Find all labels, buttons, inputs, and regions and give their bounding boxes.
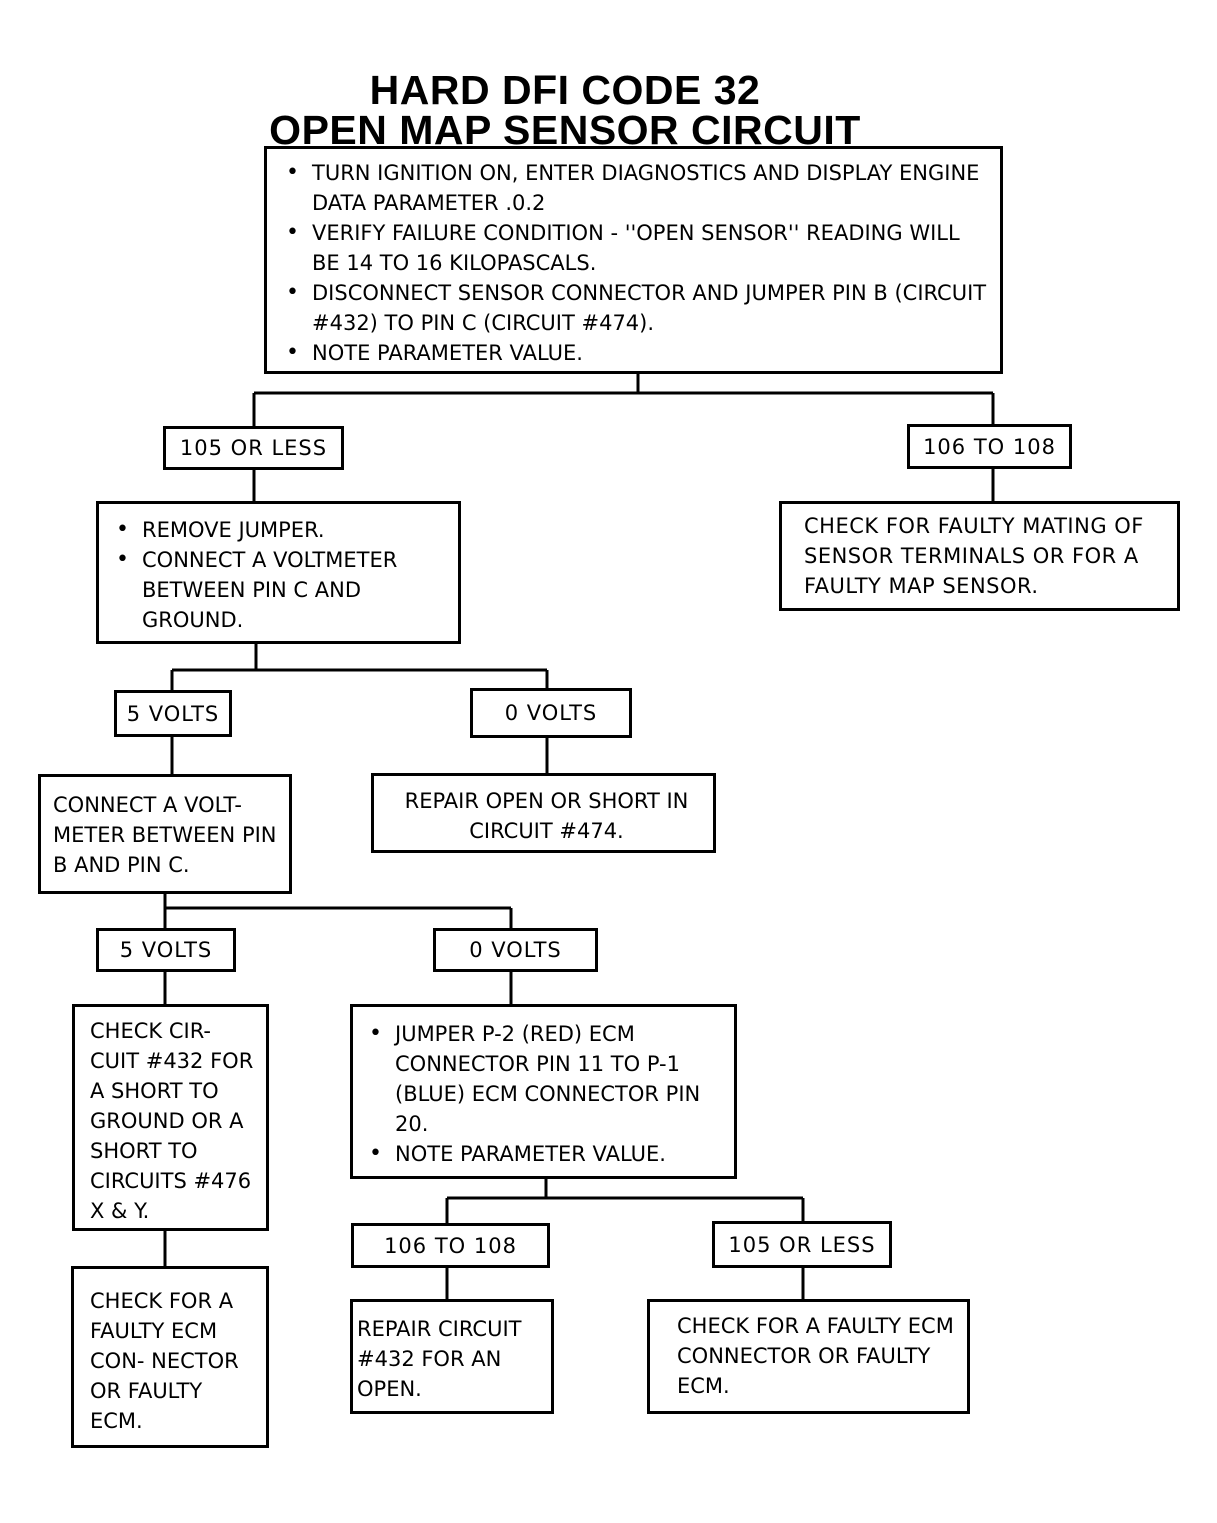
step-item: TURN IGNITION ON, ENTER DIAGNOSTICS AND … [280,158,990,218]
check-mating-box: CHECK FOR FAULTY MATING OF SENSOR TERMIN… [779,501,1180,611]
step-item: DISCONNECT SENSOR CONNECTOR AND JUMPER P… [280,278,990,338]
check-ecm-right-box: CHECK FOR A FAULTY ECM CONNECTOR OR FAUL… [647,1299,970,1414]
check-432-text: CHECK CIR- CUIT #432 FOR A SHORT TO GROU… [90,1019,254,1223]
label-106-to-108-2: 106 TO 108 [351,1223,550,1268]
label-0-volts: 0 VOLTS [470,688,632,738]
remove-jumper-list: REMOVE JUMPER. CONNECT A VOLTMETER BETWE… [110,515,448,635]
start-steps-box: TURN IGNITION ON, ENTER DIAGNOSTICS AND … [264,146,1003,374]
label-text: 105 OR LESS [728,1232,876,1257]
label-text: 105 OR LESS [179,436,328,460]
repair-432-text: REPAIR CIRCUIT #432 FOR AN OPEN. [357,1317,522,1401]
label-5-volts-2: 5 VOLTS [96,928,236,972]
label-text: 106 TO 108 [384,1233,517,1258]
label-0-volts-2: 0 VOLTS [433,928,598,972]
label-106-to-108: 106 TO 108 [907,424,1072,469]
check-432-box: CHECK CIR- CUIT #432 FOR A SHORT TO GROU… [72,1004,269,1231]
label-text: 0 VOLTS [469,938,562,962]
label-text: 5 VOLTS [126,701,220,726]
repair-474-text: REPAIR OPEN OR SHORT IN CIRCUIT #474. [404,789,689,843]
label-text: 106 TO 108 [923,434,1056,459]
jumper-p2-list: JUMPER P-2 (RED) ECM CONNECTOR PIN 11 TO… [363,1019,724,1169]
label-text: 0 VOLTS [504,701,598,725]
repair-432-box: REPAIR CIRCUIT #432 FOR AN OPEN. [350,1299,554,1414]
step-item: REMOVE JUMPER. [110,515,448,545]
jumper-p2-box: JUMPER P-2 (RED) ECM CONNECTOR PIN 11 TO… [350,1004,737,1179]
diagram-title: HARD DFI CODE 32 OPEN MAP SENSOR CIRCUIT [0,67,1130,153]
label-105-or-less: 105 OR LESS [163,426,344,470]
step-item: NOTE PARAMETER VALUE. [280,338,990,368]
remove-jumper-box: REMOVE JUMPER. CONNECT A VOLTMETER BETWE… [96,501,461,644]
step-item: NOTE PARAMETER VALUE. [363,1139,724,1169]
label-105-or-less-2: 105 OR LESS [712,1221,892,1268]
connect-voltmeter-text: CONNECT A VOLT- METER BETWEEN PIN B AND … [53,793,277,877]
check-ecm-left-box: CHECK FOR A FAULTY ECM CON- NECTOR OR FA… [71,1266,269,1448]
repair-474-box: REPAIR OPEN OR SHORT IN CIRCUIT #474. [371,773,716,853]
check-ecm-right-text: CHECK FOR A FAULTY ECM CONNECTOR OR FAUL… [677,1314,954,1398]
step-item: CONNECT A VOLTMETER BETWEEN PIN C AND GR… [110,545,448,635]
label-text: 5 VOLTS [119,938,213,962]
title-line-1: HARD DFI CODE 32 [369,67,761,113]
title-line-2: OPEN MAP SENSOR CIRCUIT [269,107,861,153]
start-steps-list: TURN IGNITION ON, ENTER DIAGNOSTICS AND … [280,158,990,368]
check-ecm-left-text: CHECK FOR A FAULTY ECM CON- NECTOR OR FA… [90,1289,239,1433]
label-5-volts: 5 VOLTS [114,690,232,737]
connect-voltmeter-box: CONNECT A VOLT- METER BETWEEN PIN B AND … [38,774,292,894]
step-item: JUMPER P-2 (RED) ECM CONNECTOR PIN 11 TO… [363,1019,724,1139]
check-mating-text: CHECK FOR FAULTY MATING OF SENSOR TERMIN… [804,514,1144,598]
step-item: VERIFY FAILURE CONDITION - ''OPEN SENSOR… [280,218,990,278]
